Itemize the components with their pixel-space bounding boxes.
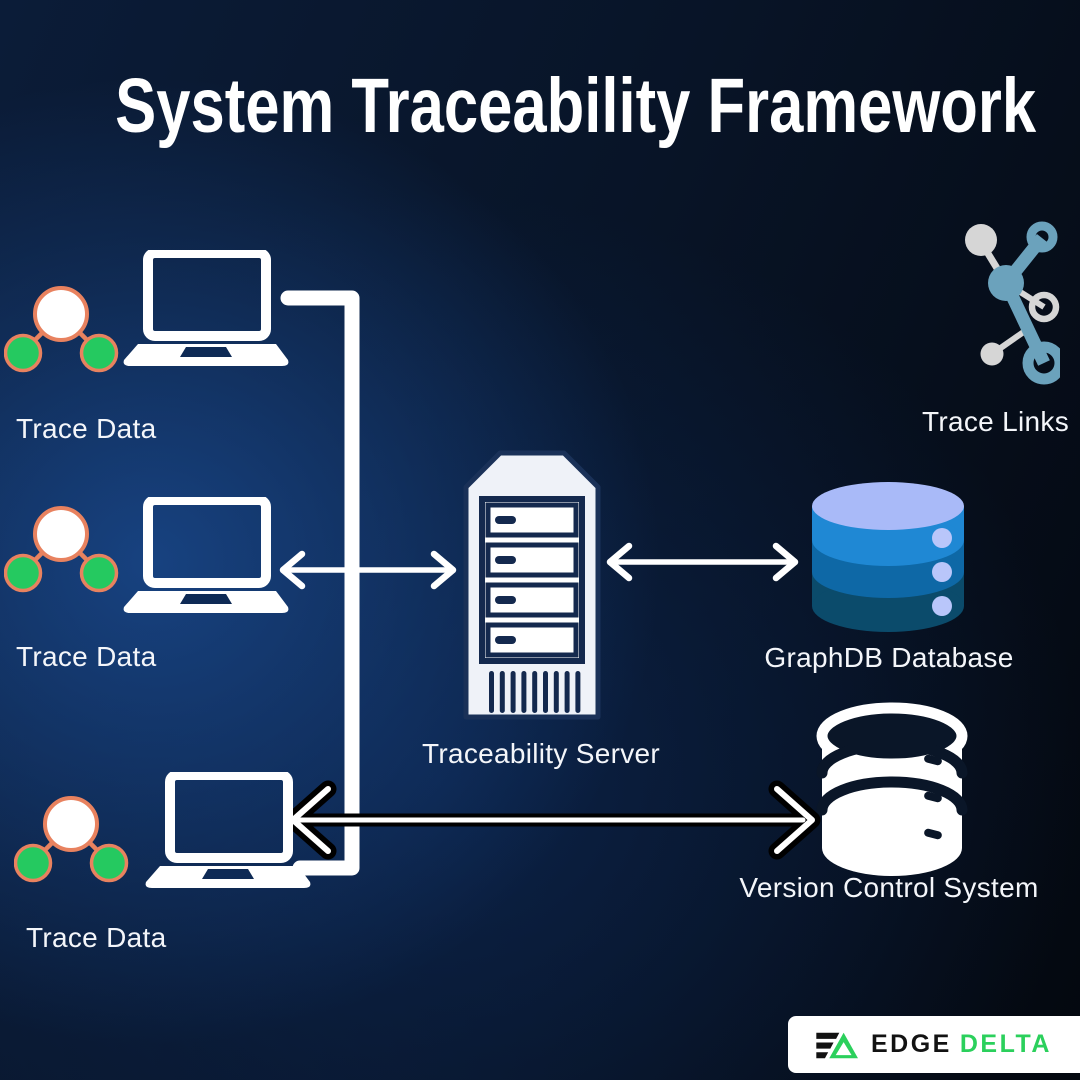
logo-word-delta: DELTA [959,1030,1052,1058]
laptop-icon [145,772,311,888]
page-title: System Traceability Framework [115,63,1037,149]
laptop-server-double-arrow [279,550,457,590]
label-traceability-server: Traceability Server [421,738,661,769]
logo-word-edge: EDGE [871,1030,952,1058]
laptop-icon [123,250,289,366]
database-outline-icon [816,702,968,876]
graph-node-icon [14,796,129,883]
graph-node-icon [4,286,119,373]
edge-delta-logo-mark [816,1032,858,1058]
server-tower-icon [463,450,601,720]
label-trace-data-1: Trace Data [16,413,157,444]
server-graphdb-double-arrow [606,542,799,582]
label-trace-data-2: Trace Data [16,641,157,672]
label-version-control-system: Version Control System [739,872,1039,903]
label-trace-links: Trace Links [922,406,1069,437]
graph-node-icon [4,506,119,593]
database-cylinder-icon [812,482,964,632]
laptop-icon [123,497,289,613]
linked-nodes-icon [965,221,1060,385]
label-trace-data-3: Trace Data [26,922,167,953]
label-graphdb-database: GraphDB Database [764,642,1014,673]
laptop-vcs-double-arrow [284,780,821,860]
